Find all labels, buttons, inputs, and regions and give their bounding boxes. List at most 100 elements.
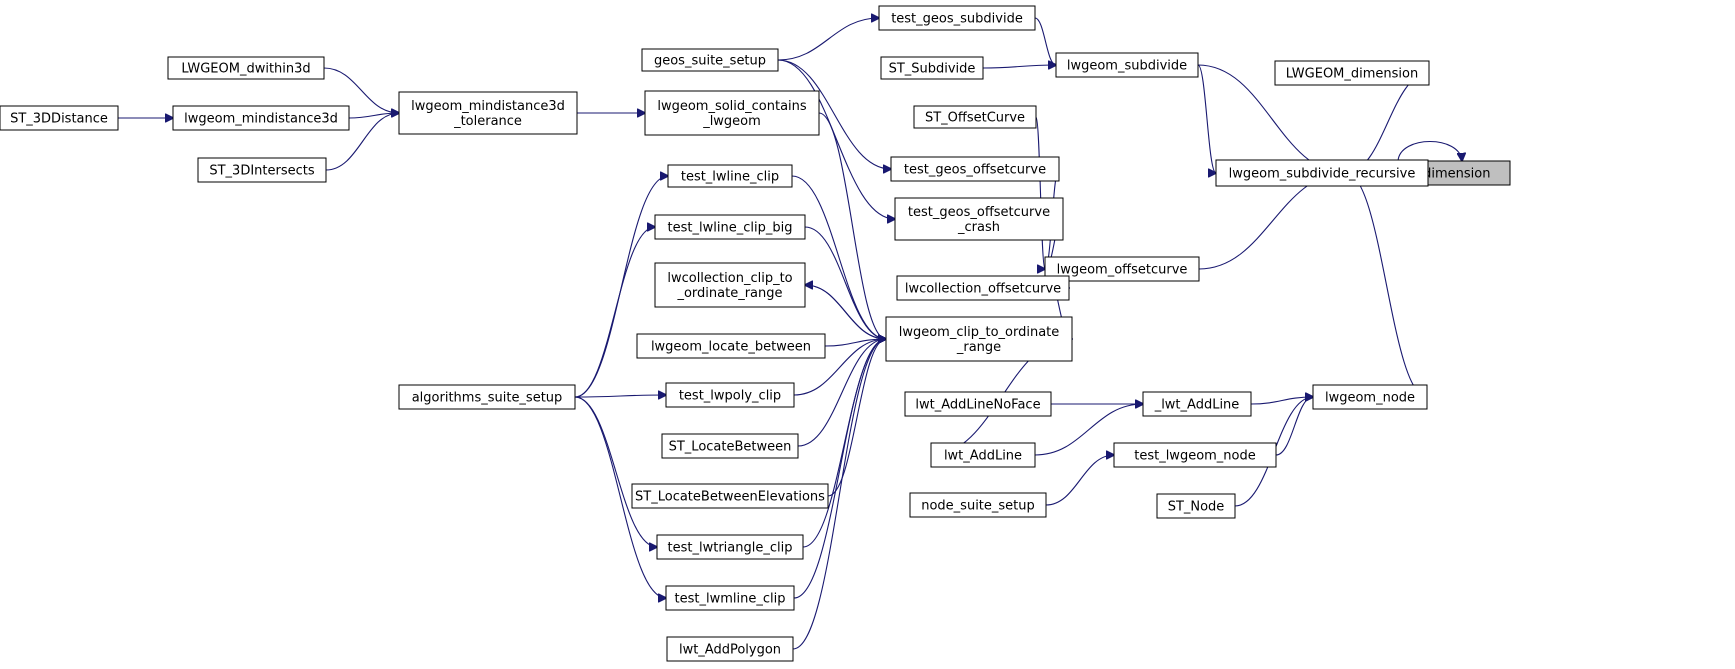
node-ST_Node[interactable]: ST_Node [1156, 493, 1236, 519]
edge-ST_LocateBetween-to-lwgeom_clip_to_ordinate_range [797, 339, 886, 447]
node-label: ST_3DIntersects [209, 164, 315, 179]
node-box [0, 105, 119, 131]
node-box [880, 56, 984, 80]
node-box [665, 382, 795, 408]
node-label: lwgeom_node [1325, 391, 1415, 406]
node-ST_Subdivide[interactable]: ST_Subdivide [880, 56, 984, 80]
node-LWGEOM_dimension[interactable]: LWGEOM_dimension [1274, 60, 1430, 86]
node-label: geos_suite_setup [654, 54, 766, 69]
edge-ST_Subdivide-to-lwgeom_subdivide [982, 65, 1056, 68]
node-box [197, 157, 327, 183]
node-label: lwt_AddLineNoFace [915, 398, 1040, 413]
node-box [1215, 159, 1429, 187]
node-test_lwmline_clip[interactable]: test_lwmline_clip [665, 585, 795, 611]
node-box [661, 433, 799, 459]
node-label: test_geos_subdivide [891, 12, 1023, 27]
node-label: lwt_AddLine [944, 449, 1022, 464]
node-lwt_AddLineNoFace[interactable]: lwt_AddLineNoFace [904, 391, 1052, 417]
node-label: lwgeom_mindistance3d [184, 112, 338, 127]
node-box [666, 636, 794, 662]
node-label: LWGEOM_dwithin3d [181, 62, 310, 77]
edge-lwgeom_offsetcurve-to-lwgeom_dimension [1198, 173, 1346, 270]
node-test_geos_offsetcurve[interactable]: test_geos_offsetcurve [890, 156, 1060, 182]
edge-algorithms_suite_setup-to-test_lwtriangle_clip [574, 396, 657, 547]
node-label: node_suite_setup [921, 499, 1035, 514]
node-box [636, 333, 826, 359]
edge-lwgeom_subdivide-to-lwgeom_subdivide_recursive [1197, 64, 1216, 173]
node-label: test_lwpoly_clip [679, 389, 781, 404]
node-lwgeom_clip_to_ordinate_range[interactable]: lwgeom_clip_to_ordinate_range [885, 316, 1073, 362]
node-label: lwgeom_clip_to_ordinate [899, 325, 1060, 340]
node-box [1142, 391, 1252, 417]
node-lwt_AddLine[interactable]: lwt_AddLine [930, 442, 1036, 468]
node-box [654, 214, 806, 240]
node-label: lwgeom_offsetcurve [1057, 263, 1188, 278]
edge-test_lwline_clip_big-to-lwgeom_clip_to_ordinate_range [804, 226, 886, 339]
node-test_lwline_clip_big[interactable]: test_lwline_clip_big [654, 214, 806, 240]
node-box [167, 56, 325, 80]
edge-test_lwpoly_clip-to-lwgeom_clip_to_ordinate_range [793, 339, 886, 396]
node-lwcollection_offsetcurve[interactable]: lwcollection_offsetcurve [896, 275, 1070, 301]
node-box [631, 483, 829, 509]
node-lwgeom_mindistance3d_tolerance[interactable]: lwgeom_mindistance3d_tolerance [398, 91, 578, 135]
edge-lwgeom_solid_contains_lwgeom-to-lwgeom_clip_to_ordinate_range [818, 112, 886, 339]
node-label: lwt_AddPolygon [679, 643, 781, 658]
node-box [913, 105, 1037, 129]
node-label: _ordinate_range [676, 286, 782, 301]
node-ST_3DIntersects[interactable]: ST_3DIntersects [197, 157, 327, 183]
node-label: _tolerance [453, 114, 522, 129]
node-box [878, 5, 1036, 31]
node-lwcollection_clip_to_ordinate_range[interactable]: lwcollection_clip_to_ordinate_range [654, 262, 806, 308]
node-algorithms_suite_setup[interactable]: algorithms_suite_setup [398, 384, 576, 410]
node-ST_LocateBetweenElevations[interactable]: ST_LocateBetweenElevations [631, 483, 829, 509]
node-lwgeom_locate_between[interactable]: lwgeom_locate_between [636, 333, 826, 359]
node-test_lwtriangle_clip[interactable]: test_lwtriangle_clip [656, 534, 804, 560]
edge-LWGEOM_dimension-to-lwgeom_dimension [1346, 72, 1430, 173]
edge-lwgeom_clip_to_ordinate_range-to-lwcollection_clip_to_ordinate_range [805, 285, 887, 340]
node-LWGEOM_dwithin3d[interactable]: LWGEOM_dwithin3d [167, 56, 325, 80]
edge-lwgeom_node-to-lwgeom_dimension [1346, 173, 1428, 398]
node-box [885, 316, 1073, 362]
node-lwgeom_mindistance3d[interactable]: lwgeom_mindistance3d [172, 105, 350, 131]
node-box [398, 384, 576, 410]
node-geos_suite_setup[interactable]: geos_suite_setup [641, 48, 779, 72]
node-test_lwgeom_node[interactable]: test_lwgeom_node [1113, 442, 1277, 468]
node-lwgeom_subdivide[interactable]: lwgeom_subdivide [1055, 52, 1199, 78]
node-box [644, 90, 820, 136]
node-lwgeom_subdivide_recursive[interactable]: lwgeom_subdivide_recursive [1215, 159, 1429, 187]
node-lwt_AddPolygon[interactable]: lwt_AddPolygon [666, 636, 794, 662]
node-box [656, 534, 804, 560]
node-lwgeom_solid_contains_lwgeom[interactable]: lwgeom_solid_contains_lwgeom [644, 90, 820, 136]
edge-algorithms_suite_setup-to-test_lwmline_clip [574, 396, 666, 598]
node-layer: lwgeom_dimensionLWGEOM_dimensionlwgeom_s… [0, 5, 1511, 662]
node-label: lwgeom_solid_contains [657, 99, 807, 114]
node-node_suite_setup[interactable]: node_suite_setup [909, 492, 1047, 518]
node-label: test_geos_offsetcurve [908, 205, 1050, 220]
node-box [398, 91, 578, 135]
node-label: test_lwgeom_node [1134, 449, 1256, 464]
edge-test_geos_subdivide-to-lwgeom_subdivide [1034, 17, 1056, 65]
node-box [890, 156, 1060, 182]
node-box [1156, 493, 1236, 519]
node-box [667, 164, 793, 188]
node-ST_3DDistance[interactable]: ST_3DDistance [0, 105, 119, 131]
node-ST_OffsetCurve[interactable]: ST_OffsetCurve [913, 105, 1037, 129]
node-ST_LocateBetween[interactable]: ST_LocateBetween [661, 433, 799, 459]
node-box [1044, 256, 1200, 282]
node-label: ST_Node [1168, 500, 1225, 515]
node-test_geos_subdivide[interactable]: test_geos_subdivide [878, 5, 1036, 31]
node-label: lwgeom_mindistance3d [411, 99, 565, 114]
node-label: test_lwmline_clip [675, 592, 786, 607]
node-test_lwline_clip[interactable]: test_lwline_clip [667, 164, 793, 188]
node-test_lwpoly_clip[interactable]: test_lwpoly_clip [665, 382, 795, 408]
edge-test_lwgeom_node-to-lwgeom_node [1275, 397, 1313, 456]
edge-test_lwmline_clip-to-lwgeom_clip_to_ordinate_range [793, 339, 886, 599]
node-lwgeom_offsetcurve[interactable]: lwgeom_offsetcurve [1044, 256, 1200, 282]
edge-node_suite_setup-to-test_lwgeom_node [1045, 455, 1114, 506]
node-test_geos_offsetcurve_crash[interactable]: test_geos_offsetcurve_crash [894, 197, 1064, 241]
edge-algorithms_suite_setup-to-test_lwpoly_clip [574, 395, 666, 397]
node-lwgeom_node[interactable]: lwgeom_node [1312, 384, 1428, 410]
node-_lwt_AddLine[interactable]: _lwt_AddLine [1142, 391, 1252, 417]
edge-geos_suite_setup-to-test_geos_offsetcurve [777, 59, 891, 169]
